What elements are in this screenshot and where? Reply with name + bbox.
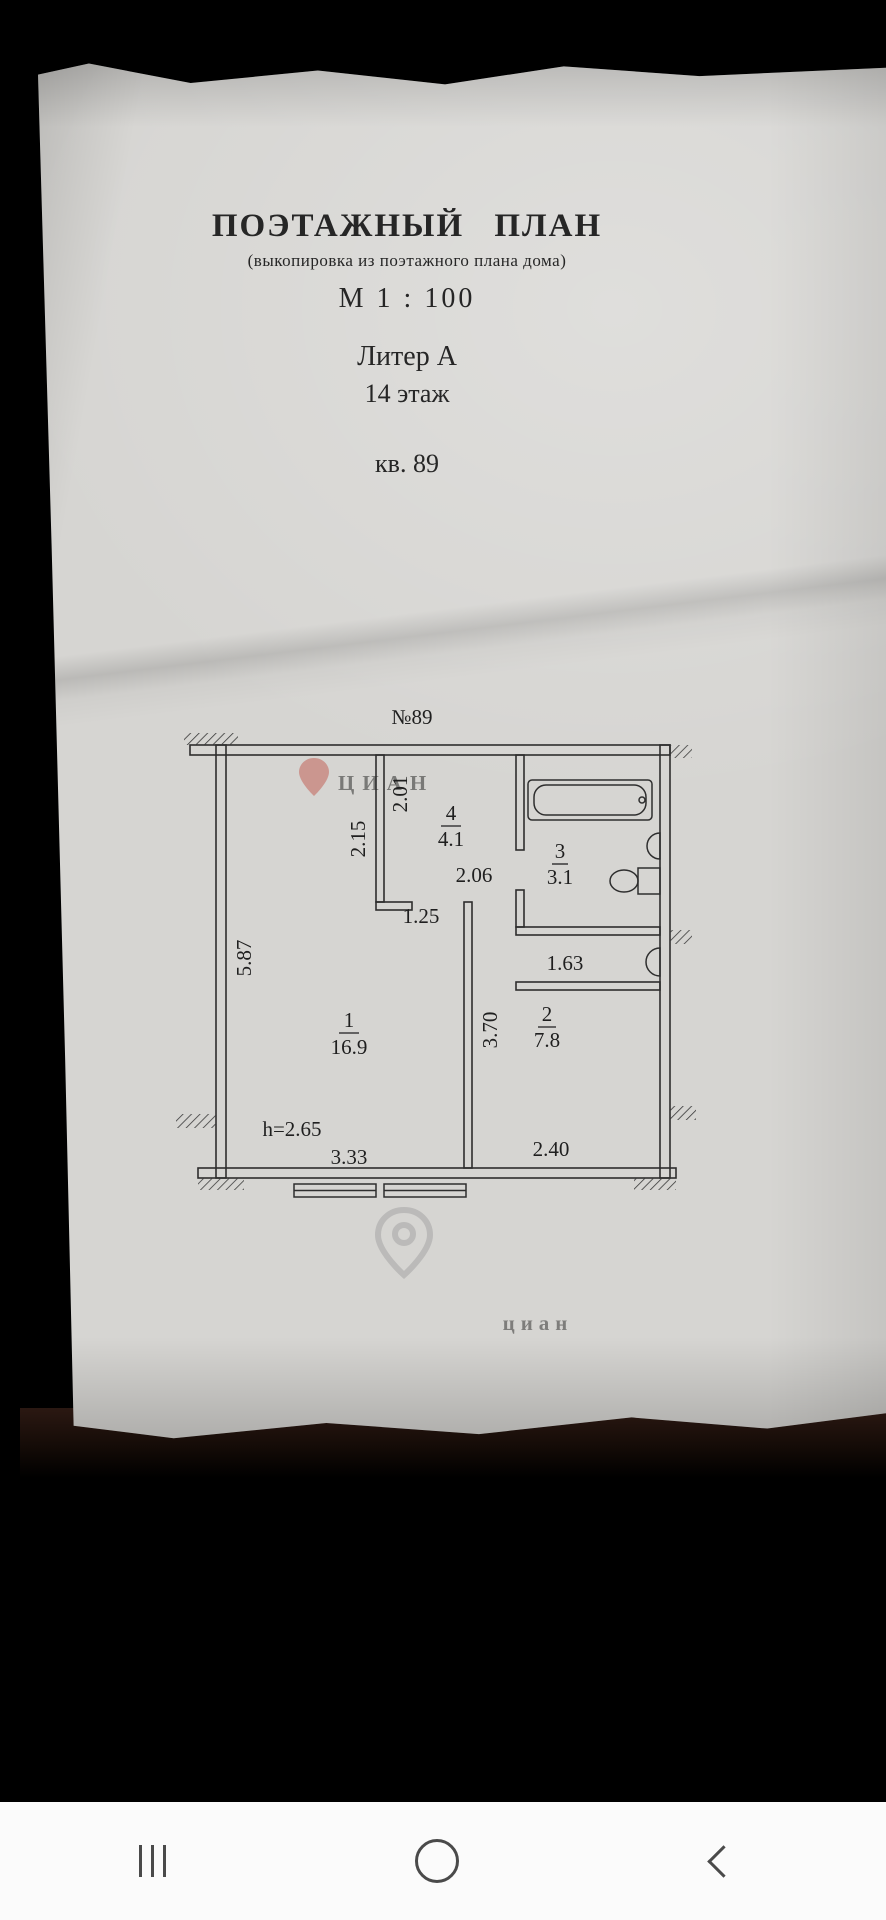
bathtub-icon bbox=[527, 779, 653, 821]
dim-room2-width: 2.40 bbox=[533, 1137, 570, 1161]
window-radiator-left bbox=[293, 1183, 377, 1198]
window-radiator-right bbox=[383, 1183, 467, 1198]
wall-bath-bottom bbox=[515, 926, 661, 936]
wall-right bbox=[659, 744, 671, 1179]
document-photo: ПОЭТАЖНЫЙ ПЛАН (выкопировка из поэтажног… bbox=[38, 63, 886, 1439]
cian-pin-large-icon bbox=[374, 1206, 434, 1280]
document-scale: М 1 : 100 bbox=[338, 283, 476, 314]
wall-bottom bbox=[197, 1167, 677, 1179]
room3-area-label: 3.1 bbox=[547, 865, 573, 889]
dim-room1-height: 5.87 bbox=[232, 940, 256, 977]
wall-niche-bottom bbox=[515, 981, 661, 991]
sink-icon bbox=[646, 832, 661, 860]
wall-room1-room2 bbox=[463, 901, 473, 1169]
hatch-left-lower bbox=[176, 1114, 216, 1128]
document-title: ПОЭТАЖНЫЙ ПЛАН bbox=[211, 208, 603, 244]
recents-icon bbox=[138, 1845, 166, 1877]
document-header: ПОЭТАЖНЫЙ ПЛАН (выкопировка из поэтажног… bbox=[98, 208, 716, 479]
cian-watermark-top-text: ЦИАН bbox=[338, 771, 434, 795]
recents-button[interactable] bbox=[92, 1802, 212, 1920]
room2-area-label: 7.8 bbox=[534, 1028, 560, 1052]
hatch-bottom-left bbox=[198, 1178, 244, 1190]
toilet-icon bbox=[609, 867, 661, 895]
wall-bath-left-lower bbox=[515, 889, 525, 928]
back-icon bbox=[706, 1844, 740, 1878]
document-subtitle: (выкопировка из поэтажного плана дома) bbox=[247, 251, 567, 270]
wall-left bbox=[215, 744, 227, 1179]
wall-room4-bottom bbox=[375, 901, 413, 911]
dim-room4-height: 2.15 bbox=[346, 821, 370, 858]
home-button[interactable] bbox=[377, 1802, 497, 1920]
dim-room4-width: 2.01 bbox=[388, 776, 412, 813]
wall-top bbox=[189, 744, 671, 756]
hatch-bottom-right bbox=[634, 1178, 676, 1190]
document-apartment: кв. 89 bbox=[375, 449, 439, 478]
cian-pin-hole bbox=[392, 1222, 416, 1246]
cian-watermark-bottom-text: циан bbox=[503, 1311, 574, 1335]
document-liter: Литер А bbox=[357, 341, 457, 372]
dim-room2-top-width: 2.06 bbox=[456, 863, 493, 887]
home-icon bbox=[415, 1839, 459, 1883]
dim-room1-width: 3.33 bbox=[331, 1145, 368, 1169]
wall-bath-left-upper bbox=[515, 754, 525, 851]
plan-number-label: №89 bbox=[391, 705, 432, 729]
dim-ceiling-height: h=2.65 bbox=[262, 1117, 321, 1141]
cian-watermark-top: ЦИАН bbox=[299, 758, 434, 796]
dim-niche-width: 1.63 bbox=[547, 951, 584, 975]
back-button[interactable] bbox=[663, 1802, 783, 1920]
hatch-top-left bbox=[184, 733, 238, 745]
room4-area-label: 4.1 bbox=[438, 827, 464, 851]
room2-number-label: 2 bbox=[542, 1002, 553, 1026]
android-navigation-bar bbox=[0, 1802, 886, 1920]
room1-area-label: 16.9 bbox=[331, 1035, 368, 1059]
hatch-right-top bbox=[670, 745, 692, 758]
dim-hall-door: 1.25 bbox=[403, 904, 440, 928]
document-floor: 14 этаж bbox=[364, 379, 450, 408]
niche-sink-icon bbox=[645, 947, 661, 977]
hatch-right-lower bbox=[670, 1106, 696, 1120]
hatch-right-middle bbox=[670, 930, 692, 944]
dim-room2-height: 3.70 bbox=[478, 1012, 502, 1049]
floor-plan-drawing: №89 ЦИАН bbox=[176, 705, 696, 1335]
cian-pin-icon bbox=[299, 758, 329, 796]
room3-number-label: 3 bbox=[555, 839, 566, 863]
room4-number-label: 4 bbox=[446, 801, 457, 825]
cian-watermark-bottom: циан bbox=[374, 1206, 574, 1335]
room1-number-label: 1 bbox=[344, 1008, 355, 1032]
